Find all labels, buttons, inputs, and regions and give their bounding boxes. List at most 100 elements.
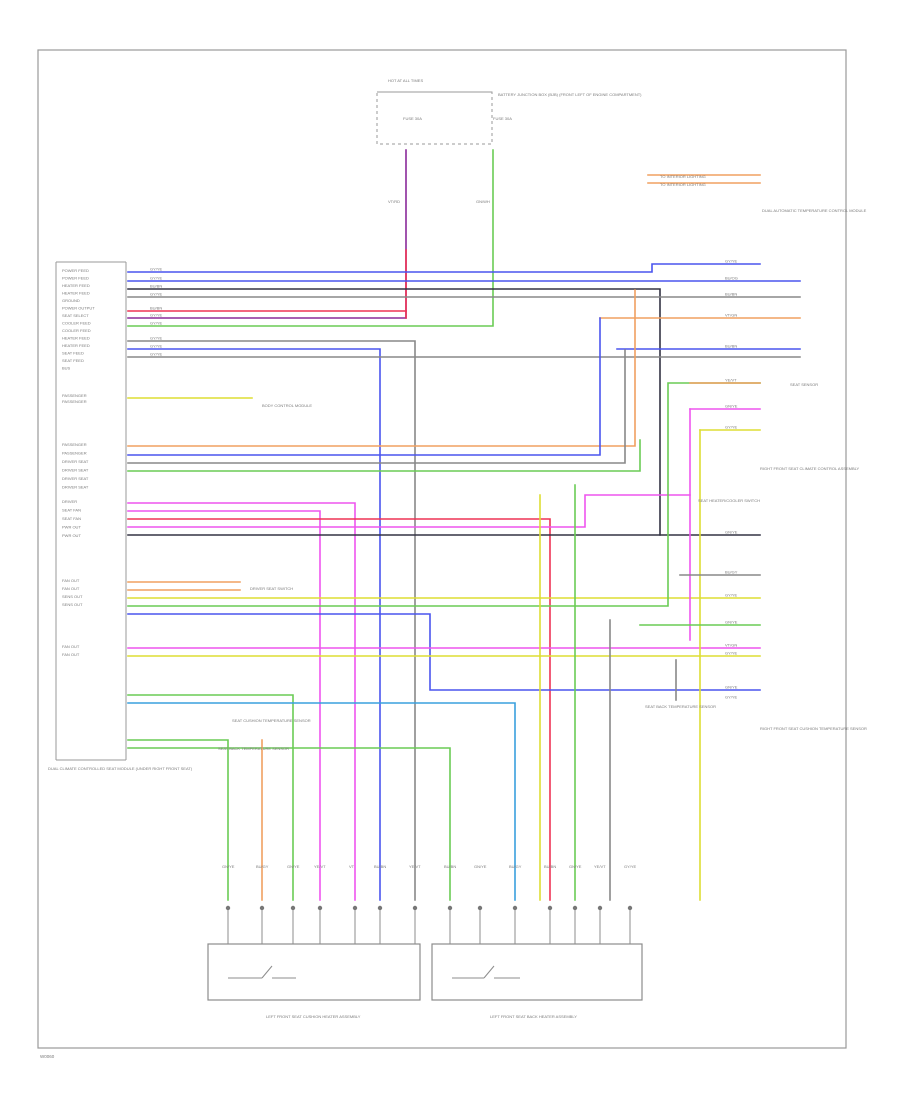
pin-dot (352, 905, 358, 911)
module-pin-label: COOLER FEED (62, 321, 91, 326)
wire-p-1 (127, 289, 636, 447)
module-pin-label: BUS (62, 366, 71, 371)
wire-d-1 (127, 502, 356, 901)
bottom-heater-left: LEFT FRONT SEAT CUSHION HEATER ASSEMBLY (207, 943, 421, 1019)
pin-dot (259, 905, 265, 911)
wire-tag: YE/VT (725, 378, 737, 383)
module-pin-label: POWER FEED (62, 268, 89, 273)
module-pin-label: DRIVER SEAT (62, 485, 89, 490)
bottom-left-caption: LEFT FRONT SEAT CUSHION HEATER ASSEMBLY (266, 1014, 361, 1019)
module-pin-label: FAN OUT (62, 578, 80, 583)
module-pin-label: PWR OUT (62, 533, 81, 538)
bottom-pin-tag: VT (349, 864, 355, 869)
fuse-left-label: FUSE 30A (403, 116, 422, 121)
wire-tag: GN/YE (725, 620, 738, 625)
top-right-b: TO INTERIOR LIGHTING (660, 182, 706, 187)
module-pin-label: DRIVER SEAT (62, 468, 89, 473)
bottom-pin-tag: YE/VT (314, 864, 326, 869)
wire-tag: GY/YE (725, 651, 738, 656)
wire-l-5 (127, 613, 761, 691)
module-pin-label: POWER OUTPUT (62, 306, 95, 311)
module-pin-label: FAN OUT (62, 586, 80, 591)
wire-tag: BU/BN (150, 306, 162, 311)
module-pin-label: HEATER FEED (62, 291, 90, 296)
module-pin-label: PASSENGER (62, 393, 87, 398)
wire-tag: VT/GN (725, 313, 737, 318)
wire-layer (127, 149, 801, 901)
module-pin-label: PWR OUT (62, 525, 81, 530)
wire-d-4 (127, 494, 691, 528)
wire-tag: GY/YE (150, 344, 163, 349)
right-sensor: SEAT SENSOR (790, 382, 818, 387)
wire-tag: GY/YE (150, 267, 163, 272)
wire-d-3 (127, 518, 551, 901)
right-upper-note: RIGHT FRONT SEAT CLIMATE CONTROL ASSEMBL… (760, 466, 860, 471)
bottom-pin-tag: BU/GY (509, 864, 522, 869)
bottom-sensor-note: SEAT CUSHION TEMPERATURE SENSOR (232, 718, 311, 723)
wire-h-7 (127, 348, 381, 901)
wire-h-6 (127, 340, 416, 901)
pin-dot (512, 905, 518, 911)
wire-tag: BU/BN (150, 284, 162, 289)
right-lower-note: RIGHT FRONT SEAT CUSHION TEMPERATURE SEN… (760, 726, 867, 731)
wire-l-11 (127, 747, 451, 901)
wire-l-9 (127, 702, 516, 901)
module-pin-label: FAN OUT (62, 644, 80, 649)
pin-dot (597, 905, 603, 911)
module-pin-label: POWER FEED (62, 276, 89, 281)
pin-dot (377, 905, 383, 911)
pin-dot (225, 905, 231, 911)
wire-p-2 (127, 317, 601, 456)
module-pin-label: DRIVER (62, 499, 77, 504)
wire-tag: BU/GY (725, 570, 738, 575)
wire-tag: GY/YE (150, 276, 163, 281)
wire-tag: BU/OG (725, 276, 738, 281)
seat-module: DUAL CLIMATE CONTROLLED SEAT MODULE (UND… (48, 261, 193, 771)
wire-tag: BU/BN (725, 292, 737, 297)
bottom-pin-tag: BU/BN (544, 864, 556, 869)
diagram-frame (37, 49, 847, 1049)
battery-junction-box: HOT AT ALL TIMES BATTERY JUNCTION BOX (B… (376, 78, 642, 204)
pin-dot (447, 905, 453, 911)
wire-tag: GY/YE (150, 336, 163, 341)
wire-tag: GY/YE (150, 321, 163, 326)
wire-l-8 (127, 694, 294, 901)
module-pin-label: GROUND (62, 298, 80, 303)
wire-l-10 (127, 739, 229, 901)
pin-dot (412, 905, 418, 911)
wire-p-3 (127, 349, 626, 464)
bottom-pin-tag: BU/GY (256, 864, 269, 869)
bottom-pin-tag: BU/BN (374, 864, 386, 869)
wire-right-label: GN/WH (476, 199, 490, 204)
wire-d-2 (127, 510, 321, 901)
wire-h-1 (127, 263, 761, 273)
wire-tag: GY/YE (725, 425, 738, 430)
wire-tag: GY/YE (725, 259, 738, 264)
fuse-right-label: FUSE 30A (493, 116, 512, 121)
top-right-a: TO INTERIOR LIGHTING (660, 174, 706, 179)
wire-tag-layer: GY/YE GY/YE BU/BN GY/YE BU/BN GY/YE GY/YE GY/YE… (150, 259, 738, 700)
wire-tag: VT/GN (725, 643, 737, 648)
wire-tag: GN/YE (725, 685, 738, 690)
wire-tag: GN/YE (725, 404, 738, 409)
wire-tag: GY/YE (725, 695, 738, 700)
wire-tag: GN/YE (725, 530, 738, 535)
mid-note: SEAT HEATER/COOLER SWITCH (698, 498, 760, 503)
wire-fuse-purple (127, 149, 407, 319)
module-pin-label: SEAT FAN (62, 516, 81, 521)
module-pin-label: COOLER FEED (62, 328, 91, 333)
right-mid-note: SEAT BACK TEMPERATURE SENSOR (645, 704, 716, 709)
module-pin-label: SEAT FEED (62, 358, 84, 363)
bottom-right-caption: LEFT FRONT SEAT BACK HEATER ASSEMBLY (490, 1014, 577, 1019)
fuse-box-note: BATTERY JUNCTION BOX (BJB) (FRONT LEFT O… (498, 92, 642, 97)
wire-fuse-green (127, 149, 494, 327)
module-pin-label: HEATER FEED (62, 336, 90, 341)
wire-tag: GY/YE (725, 593, 738, 598)
bottom-pin-tag: YE/VT (409, 864, 421, 869)
bottom-pin-tag: GN/YE (569, 864, 582, 869)
bottom-pin-tag: YE/VT (594, 864, 606, 869)
wire-tag: GY/YE (150, 313, 163, 318)
bottom-pin-tag: GN/YE (474, 864, 487, 869)
top-right-note: DUAL AUTOMATIC TEMPERATURE CONTROL MODUL… (762, 208, 867, 213)
